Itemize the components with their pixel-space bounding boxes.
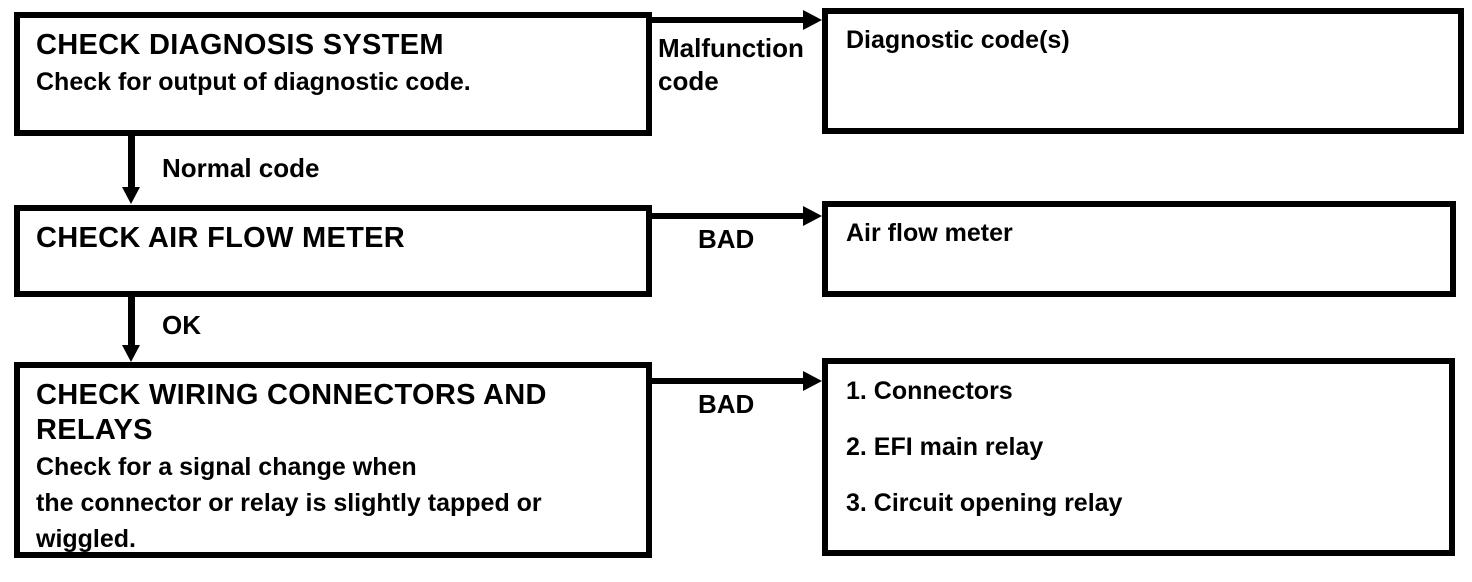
connector-label-bad-air-flow: BAD xyxy=(698,224,755,254)
connector-label-bad-wiring: BAD xyxy=(698,389,755,419)
arrow-right-bad-air-flow xyxy=(652,206,822,226)
result-list-item: 2. EFI main relay xyxy=(846,432,1044,461)
arrow-down-normal-code xyxy=(122,136,140,204)
connector-label-normal-code: Normal code xyxy=(162,153,320,183)
step-description: Check for a signal change when the conne… xyxy=(36,452,542,554)
arrow-right-bad-wiring xyxy=(652,371,822,391)
arrow-down-ok xyxy=(122,297,140,362)
step-box-check-diagnosis-system: CHECK DIAGNOSIS SYSTEM Check for output … xyxy=(14,12,652,136)
step-box-check-wiring-connectors-and-relays: CHECK WIRING CONNECTORS AND RELAYS Check… xyxy=(14,362,652,558)
step-description: Check for output of diagnostic code. xyxy=(36,67,471,96)
arrow-right-malfunction-code xyxy=(652,10,822,30)
result-box-diagnostic-codes: Diagnostic code(s) xyxy=(822,8,1464,134)
result-box-air-flow-meter: Air flow meter xyxy=(822,201,1456,297)
result-box-connectors-and-relays: 1. Connectors 2. EFI main relay 3. Circu… xyxy=(822,358,1455,556)
connector-label-malfunction-code: Malfunction code xyxy=(658,33,804,96)
result-list-item: 1. Connectors xyxy=(846,377,1013,405)
step-title: CHECK WIRING CONNECTORS AND RELAYS xyxy=(36,379,547,446)
result-text: Diagnostic code(s) xyxy=(846,26,1070,54)
connector-label-ok: OK xyxy=(162,310,201,340)
step-title: CHECK DIAGNOSIS SYSTEM xyxy=(36,29,444,61)
result-list-item: 3. Circuit opening relay xyxy=(846,488,1123,517)
step-box-check-air-flow-meter: CHECK AIR FLOW METER xyxy=(14,205,652,297)
result-text: Air flow meter xyxy=(846,219,1013,247)
step-title: CHECK AIR FLOW METER xyxy=(36,222,406,254)
